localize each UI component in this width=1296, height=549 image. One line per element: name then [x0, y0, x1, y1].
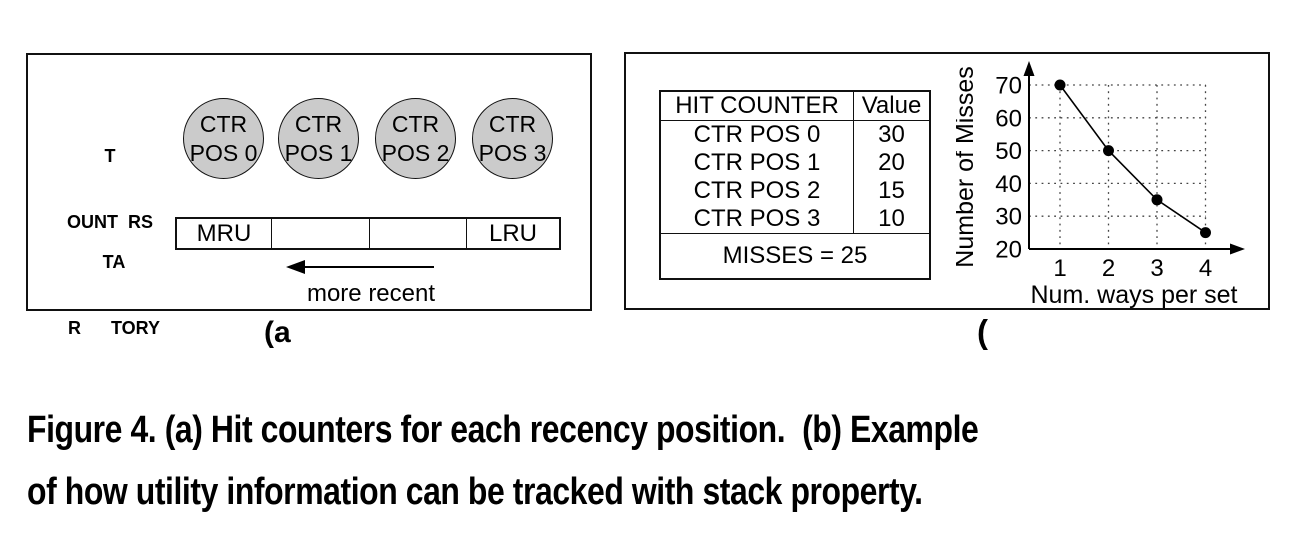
- counter-circle-pos0: CTR POS 0: [183, 98, 264, 179]
- counter-circle-text: POS 3: [478, 139, 547, 166]
- panel-b-utility-example: HIT COUNTER Value CTR POS 0 30 CTR POS 1…: [624, 52, 1270, 310]
- counter-circle-text: CTR: [199, 110, 248, 137]
- stack-cell-mru: MRU: [177, 219, 272, 248]
- table-row: CTR POS 1 20: [661, 149, 929, 177]
- svg-text:30: 30: [995, 204, 1022, 231]
- panel-a-caption: (a: [264, 316, 291, 349]
- table-header-value: Value: [861, 92, 922, 119]
- more-recent-label: more recent: [306, 280, 436, 307]
- table-cell-value: 20: [878, 149, 905, 176]
- svg-text:60: 60: [995, 105, 1022, 132]
- table-footer-misses: MISSES = 25: [661, 233, 929, 278]
- recency-stack: MRU LRU: [175, 217, 561, 250]
- table-row: CTR POS 3 10: [661, 205, 929, 233]
- counter-circle-pos2: CTR POS 2: [375, 98, 456, 179]
- table-cell-label: CTR POS 0: [661, 121, 854, 149]
- counter-circle-text: CTR: [294, 110, 343, 137]
- svg-text:20: 20: [995, 237, 1022, 264]
- table-cell-label: CTR POS 2: [661, 177, 854, 205]
- svg-text:Num. ways per set: Num. ways per set: [1030, 281, 1237, 309]
- counter-circle-pos3: CTR POS 3: [472, 98, 553, 179]
- counter-circle-text: POS 0: [189, 139, 258, 166]
- panel-a-hit-counters: T OUNT RS CTR POS 0 CTR POS 1 CTR POS 2 …: [26, 53, 592, 338]
- stack-history-label-line1: TA: [102, 252, 126, 272]
- svg-text:3: 3: [1150, 255, 1163, 282]
- figure-caption-line1: Figure 4. (a) Hit counters for each rece…: [27, 409, 979, 451]
- counter-circle-text: CTR: [488, 110, 537, 137]
- counter-circle-text: POS 1: [284, 139, 353, 166]
- more-recent-arrow-head-icon: [286, 260, 305, 274]
- counter-circle-text: CTR: [391, 110, 440, 137]
- hit-counters-label: T OUNT RS: [40, 101, 180, 277]
- hit-counters-label-line1: T: [104, 146, 116, 166]
- table-row: CTR POS 2 15: [661, 177, 929, 205]
- table-cell-label: CTR POS 3: [661, 205, 854, 233]
- table-row: CTR POS 0 30: [661, 121, 929, 149]
- counter-circle-pos1: CTR POS 1: [278, 98, 359, 179]
- table-cell-label: CTR POS 1: [661, 149, 854, 177]
- table-header-row: HIT COUNTER Value: [661, 92, 929, 121]
- table-cell-value: 10: [878, 205, 905, 232]
- hit-counters-label-line2: OUNT RS: [66, 212, 153, 232]
- stack-cell-empty2: [370, 219, 467, 248]
- more-recent-arrow-shaft: [302, 266, 434, 268]
- hit-counter-table: HIT COUNTER Value CTR POS 0 30 CTR POS 1…: [659, 90, 931, 280]
- stack-cell-empty1: [272, 219, 370, 248]
- stack-history-label: TA R TORY: [44, 207, 184, 383]
- table-cell-value: 15: [878, 177, 905, 204]
- svg-text:40: 40: [995, 171, 1022, 198]
- stack-cell-lru: LRU: [488, 219, 537, 247]
- table-header-hit-counter: HIT COUNTER: [661, 92, 854, 120]
- svg-text:70: 70: [995, 73, 1022, 100]
- svg-text:1: 1: [1053, 255, 1066, 282]
- svg-text:50: 50: [995, 138, 1022, 165]
- svg-text:2: 2: [1102, 255, 1115, 282]
- table-cell-value: 30: [878, 121, 905, 148]
- counter-circle-text: POS 2: [381, 139, 450, 166]
- svg-text:4: 4: [1199, 255, 1212, 282]
- svg-text:Number of Misses: Number of Misses: [956, 66, 979, 267]
- panel-b-caption: (: [977, 313, 988, 350]
- figure-caption-line2: of how utility information can be tracke…: [27, 471, 923, 513]
- stack-history-label-line2: R TORY: [67, 318, 160, 338]
